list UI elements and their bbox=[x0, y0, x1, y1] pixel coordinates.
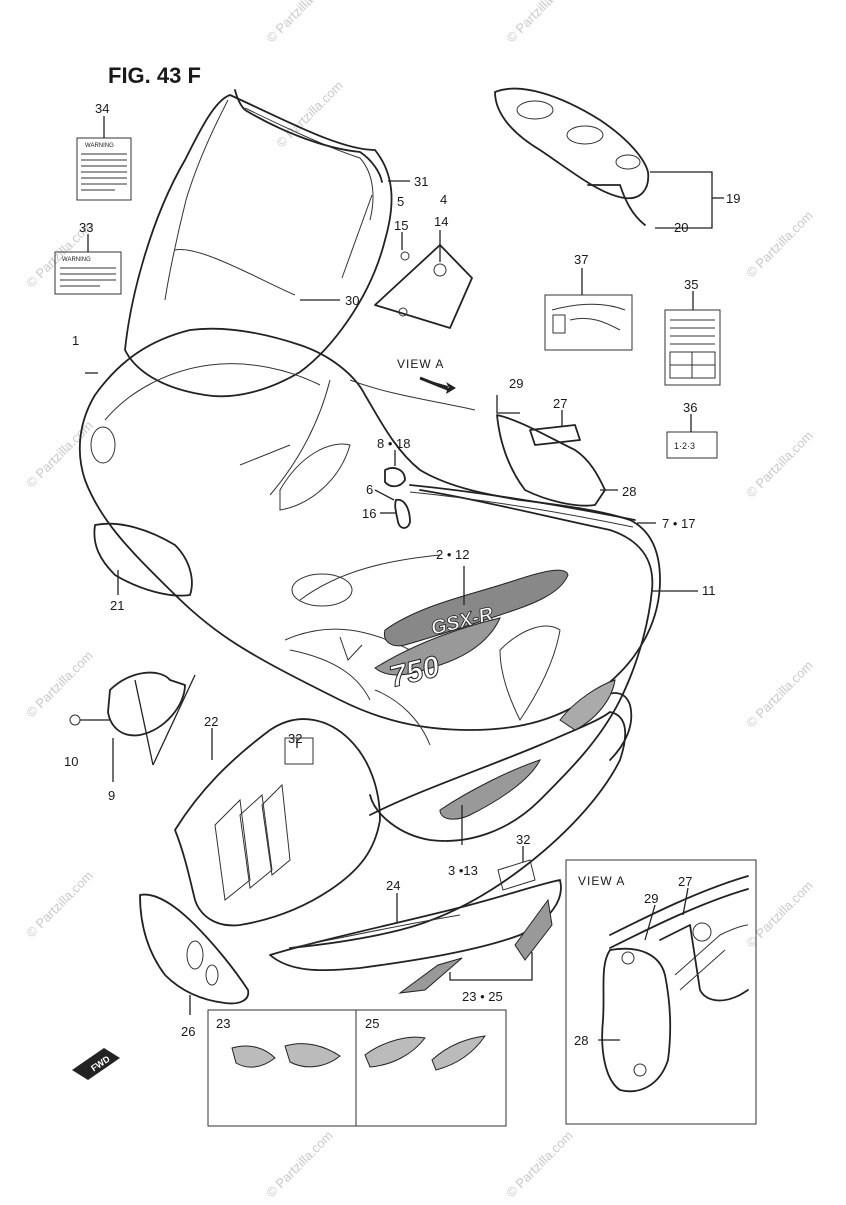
callout-22: 22 bbox=[204, 714, 218, 729]
side-cowling-11 bbox=[284, 489, 698, 842]
callout-32b: 32 bbox=[516, 832, 530, 847]
watermark: © Partzilla.com bbox=[743, 658, 816, 731]
bracket-4 bbox=[374, 230, 473, 329]
callout-28: 28 bbox=[622, 484, 636, 499]
inner-panel-29 bbox=[496, 395, 618, 507]
watermark: © Partzilla.com bbox=[503, 1128, 576, 1200]
callout-11: 11 bbox=[702, 583, 716, 598]
callout-23-25: 23 • 25 bbox=[462, 989, 503, 1004]
watermark: © Partzilla.com bbox=[743, 878, 816, 951]
view-a-label: VIEW A bbox=[397, 357, 444, 371]
callout-30: 30 bbox=[345, 293, 359, 308]
callout-layer: 34 33 1 31 30 5 15 4 14 19 20 37 35 36 2… bbox=[64, 101, 740, 1039]
callout-20: 20 bbox=[674, 220, 688, 235]
watermark: © Partzilla.com bbox=[23, 868, 96, 941]
decal-box bbox=[207, 1009, 507, 1127]
inset-view-a: VIEW A 29 27 28 bbox=[565, 859, 757, 1125]
callout-9: 9 bbox=[108, 788, 115, 803]
screw-10-icon bbox=[69, 714, 81, 726]
callout-2-12: 2 • 12 bbox=[436, 547, 469, 562]
callout-3-13: 3 •13 bbox=[448, 863, 478, 878]
inset-label-29: 29 bbox=[644, 891, 658, 906]
callout-21: 21 bbox=[110, 598, 124, 613]
view-a-pointer: VIEW A bbox=[397, 357, 456, 394]
label-37 bbox=[544, 268, 633, 351]
callout-19: 19 bbox=[726, 191, 740, 206]
callout-6: 6 bbox=[366, 482, 373, 497]
callout-37: 37 bbox=[574, 252, 588, 267]
callout-35: 35 bbox=[684, 277, 698, 292]
decal-2-gsxr750: GSX-R 750 bbox=[374, 566, 569, 695]
label-32b bbox=[497, 846, 536, 891]
under-cowling-24 bbox=[269, 879, 562, 972]
callout-16: 16 bbox=[362, 506, 376, 521]
lower-cowling-3 bbox=[289, 679, 633, 949]
callout-26: 26 bbox=[181, 1024, 195, 1039]
label-36-text: 1·2·3 bbox=[674, 441, 695, 451]
inset-title: VIEW A bbox=[578, 874, 625, 888]
callout-5: 5 bbox=[397, 194, 404, 209]
warning-label-33: WARNING bbox=[54, 234, 122, 295]
watermark: © Partzilla.com bbox=[743, 428, 816, 501]
fwd-arrow-icon: FWD bbox=[72, 1048, 120, 1080]
callout-36: 36 bbox=[683, 400, 697, 415]
figure-title: FIG. 43 F bbox=[108, 63, 201, 88]
watermark: © Partzilla.com bbox=[743, 208, 816, 281]
upper-cowling-1 bbox=[78, 327, 661, 731]
callout-29: 29 bbox=[509, 376, 523, 391]
callout-14: 14 bbox=[434, 214, 448, 229]
handlebar-bracket-19 bbox=[494, 87, 724, 229]
watermark: © Partzilla.com bbox=[23, 648, 96, 721]
callout-10: 10 bbox=[64, 754, 78, 769]
label-32-square bbox=[284, 737, 314, 765]
callout-24: 24 bbox=[386, 878, 400, 893]
callout-32a: 32 bbox=[288, 731, 302, 746]
callout-27: 27 bbox=[553, 396, 567, 411]
box-label-23: 23 bbox=[216, 1016, 230, 1031]
label-36: 1·2·3 bbox=[666, 414, 718, 459]
callout-1: 1 bbox=[72, 333, 79, 348]
stripe-7 bbox=[409, 484, 656, 528]
warning-label-34: WARNING bbox=[76, 116, 132, 201]
warning-label-33-text: WARNING bbox=[62, 257, 91, 263]
inner-panel-26 bbox=[139, 893, 250, 1015]
decal-23-25 bbox=[398, 898, 553, 994]
callout-31: 31 bbox=[414, 174, 428, 189]
callout-33: 33 bbox=[79, 220, 93, 235]
callout-7-17: 7 • 17 bbox=[662, 516, 695, 531]
watermark: © Partzilla.com bbox=[263, 0, 336, 45]
inset-label-27: 27 bbox=[678, 874, 692, 889]
lower-cowling-22 bbox=[174, 718, 381, 927]
screw-5-icon bbox=[400, 251, 410, 261]
callout-15: 15 bbox=[394, 218, 408, 233]
cover-9 bbox=[69, 671, 196, 782]
windscreen-30 bbox=[124, 89, 410, 398]
inset-label-28: 28 bbox=[574, 1033, 588, 1048]
watermark: © Partzilla.com bbox=[263, 1128, 336, 1200]
fastener-8 bbox=[384, 450, 406, 488]
warning-label-34-text: WARNING bbox=[85, 143, 114, 149]
watermark: © Partzilla.com bbox=[503, 0, 576, 45]
callout-4: 4 bbox=[440, 192, 447, 207]
grommet-6 bbox=[374, 489, 411, 529]
box-label-25: 25 bbox=[365, 1016, 379, 1031]
callout-34: 34 bbox=[95, 101, 109, 116]
label-35 bbox=[664, 291, 721, 386]
callout-8-18: 8 • 18 bbox=[377, 436, 410, 451]
